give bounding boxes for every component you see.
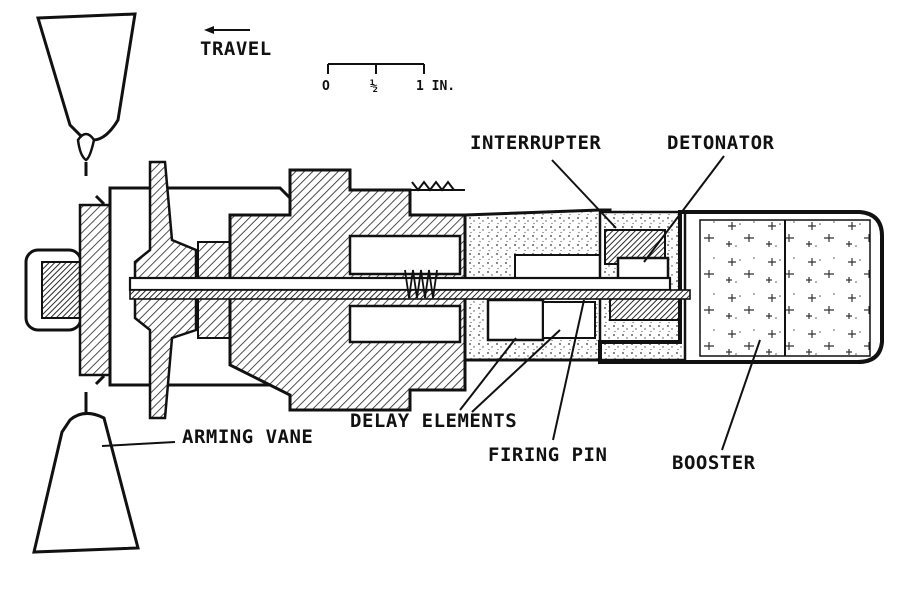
- scale-half-label: ½: [370, 79, 378, 94]
- booster-label: BOOSTER: [672, 452, 756, 474]
- detonator-label: DETONATOR: [667, 132, 775, 154]
- booster-cup: [598, 210, 884, 364]
- travel-arrow-icon: [204, 26, 250, 34]
- interrupter-label: INTERRUPTER: [470, 132, 602, 154]
- firing-pin-shaft: [128, 269, 691, 300]
- firing-pin-label: FIRING PIN: [488, 444, 608, 466]
- delay-elements-label: DELAY ELEMENTS: [350, 410, 518, 432]
- arming-vane-bottom: [32, 392, 140, 554]
- arming-vane-top: [36, 12, 137, 176]
- scale-unit-label: 1 IN.: [416, 79, 456, 94]
- leader-lines: [101, 155, 761, 451]
- scale-bar: [327, 63, 425, 74]
- arming-vane-label: ARMING VANE: [182, 426, 314, 448]
- travel-label: TRAVEL: [200, 38, 272, 60]
- scale-zero-label: O: [322, 79, 330, 94]
- nose-hub: [24, 194, 122, 386]
